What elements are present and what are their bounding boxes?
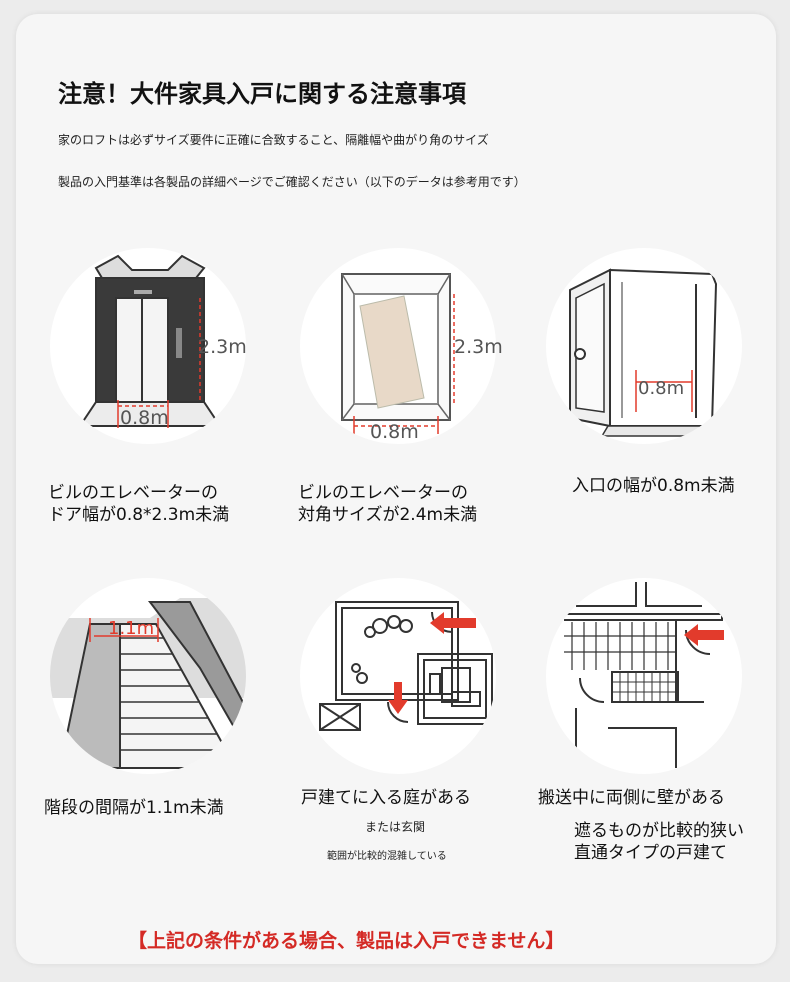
courtyard-floorplan-icon	[300, 578, 496, 774]
caption-staircase: 階段の間隔が1.1m未満	[44, 797, 224, 819]
caption-line: ドア幅が0.8*2.3m未満	[48, 505, 230, 525]
caption-line: 階段の間隔が1.1m未満	[44, 798, 224, 818]
dim-width-label: 1.1m	[108, 618, 155, 639]
note-line-2: 製品の入門基準は各製品の詳細ページでご確認ください（以下のデータは参考用です）	[58, 175, 526, 189]
caption-sub-line: または玄関	[365, 820, 426, 834]
caption-line: 遮るものが比較的狭い	[574, 821, 744, 841]
caption-elevator-door: ビルのエレベーターの ドア幅が0.8*2.3m未満	[48, 482, 229, 526]
caption-elevator-diagonal: ビルのエレベーターの 対角サイズが2.4m未満	[298, 482, 477, 526]
caption-corridor-detail: 遮るものが比較的狭い 直通タイプの戸建て	[574, 820, 744, 864]
corridor-floorplan-icon	[546, 578, 742, 774]
elevator-door-icon	[50, 248, 246, 444]
dim-width-label: 0.8m	[370, 421, 419, 443]
page-title: 注意！大件家具入戸に関する注意事項	[58, 80, 466, 108]
dim-width-label: 0.8m	[638, 378, 685, 399]
caption-line: 搬送中に両側に壁がある	[538, 788, 725, 808]
staircase-icon	[50, 578, 246, 774]
caption-line: ビルのエレベーターの	[298, 483, 468, 503]
dim-width-label: 0.8m	[120, 407, 169, 429]
dim-height-label: 2.3m	[454, 336, 503, 358]
elevator-diagonal-icon	[300, 248, 496, 444]
caption-line: 直通タイプの戸建て	[574, 843, 727, 863]
note-line-1: 家のロフトは必ずサイズ要件に正確に合致すること、隔離幅や曲がり角のサイズ	[58, 133, 489, 147]
caption-entrance-door: 入口の幅が0.8m未満	[572, 475, 735, 497]
caption-corridor: 搬送中に両側に壁がある	[538, 787, 725, 809]
caption-line: ビルのエレベーターの	[48, 483, 218, 503]
warning-footer: 【上記の条件がある場合、製品は入戸できません】	[128, 930, 565, 952]
caption-line: 戸建てに入る庭がある	[301, 788, 471, 808]
caption-line: 対角サイズが2.4m未満	[298, 505, 478, 525]
caption-line: 入口の幅が0.8m未満	[572, 476, 735, 496]
caption-sub-line: 範囲が比較的混雑している	[327, 851, 447, 862]
notice-card	[16, 14, 776, 964]
caption-courtyard: 戸建てに入る庭がある	[301, 787, 471, 809]
entrance-door-icon	[546, 248, 742, 444]
dim-height-label: 2.3m	[198, 336, 247, 358]
